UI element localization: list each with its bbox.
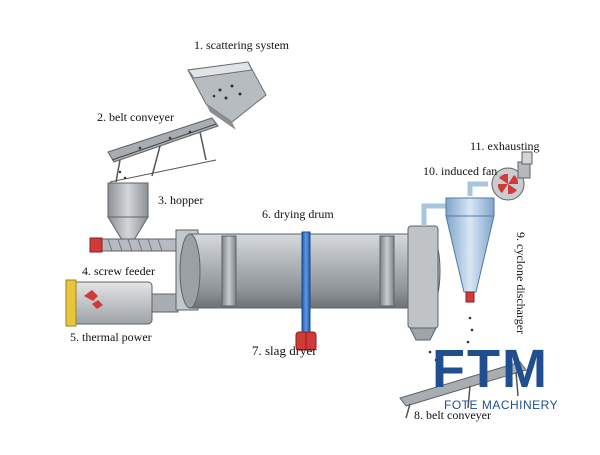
logo-mark: FTM bbox=[432, 339, 549, 399]
discharge-hood bbox=[407, 225, 439, 341]
belt-conveyer-bottom bbox=[399, 316, 527, 419]
label-hopper: 3. hopper bbox=[158, 193, 204, 207]
scattering-system bbox=[187, 61, 267, 130]
label-drying-drum: 6. drying drum bbox=[262, 207, 334, 221]
logo-company: FOTE MACHINERY bbox=[444, 398, 559, 412]
label-cyclone-discharger: 9. cyclone discharger bbox=[514, 232, 528, 335]
label-slag-dryer: 7. slag dryer bbox=[252, 343, 317, 358]
drying-drum bbox=[175, 229, 441, 351]
label-exhausting: 11. exhausting bbox=[470, 139, 540, 153]
label-induced-fan: 10. induced fan bbox=[423, 164, 498, 178]
exhaust-stack bbox=[521, 151, 533, 165]
label-thermal-power: 5. thermal power bbox=[70, 330, 152, 344]
belt-conveyer-top bbox=[107, 117, 219, 183]
label-screw-feeder: 4. screw feeder bbox=[82, 264, 155, 278]
thermal-power bbox=[65, 279, 179, 327]
cyclone-discharger bbox=[445, 197, 495, 303]
label-belt-conveyer-bottom: 8. belt conveyer bbox=[414, 408, 491, 422]
air-ducts bbox=[421, 181, 488, 226]
induced-fan bbox=[491, 161, 531, 201]
label-scattering-system: 1. scattering system bbox=[194, 38, 289, 52]
label-belt-conveyer-top: 2. belt conveyer bbox=[97, 110, 174, 124]
screw-feeder bbox=[89, 237, 181, 253]
hopper bbox=[107, 182, 149, 241]
